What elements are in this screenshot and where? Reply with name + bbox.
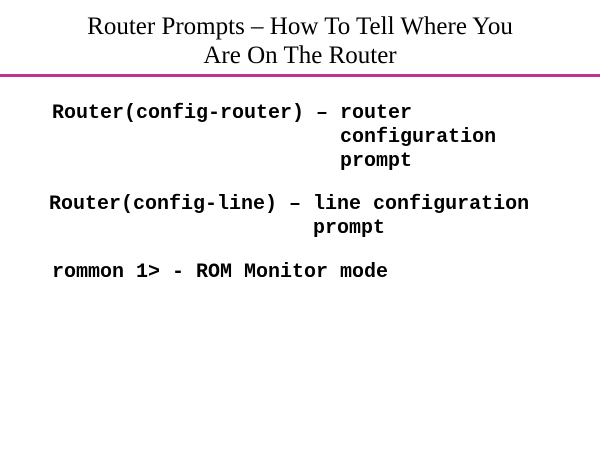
prompt-block-config-router: Router(config-router) – router configura… [52, 102, 497, 173]
slide-title-line1: Router Prompts – How To Tell Where You [87, 13, 513, 40]
slide-title-line2: Are On The Router [203, 42, 397, 69]
slide-title: Router Prompts – How To Tell Where You A… [0, 12, 600, 70]
prompt-block-rommon: rommon 1> - ROM Monitor mode [52, 261, 389, 284]
prompt-block-config-line: Router(config-line) – line configuration… [49, 193, 530, 240]
title-divider-line [0, 74, 600, 77]
